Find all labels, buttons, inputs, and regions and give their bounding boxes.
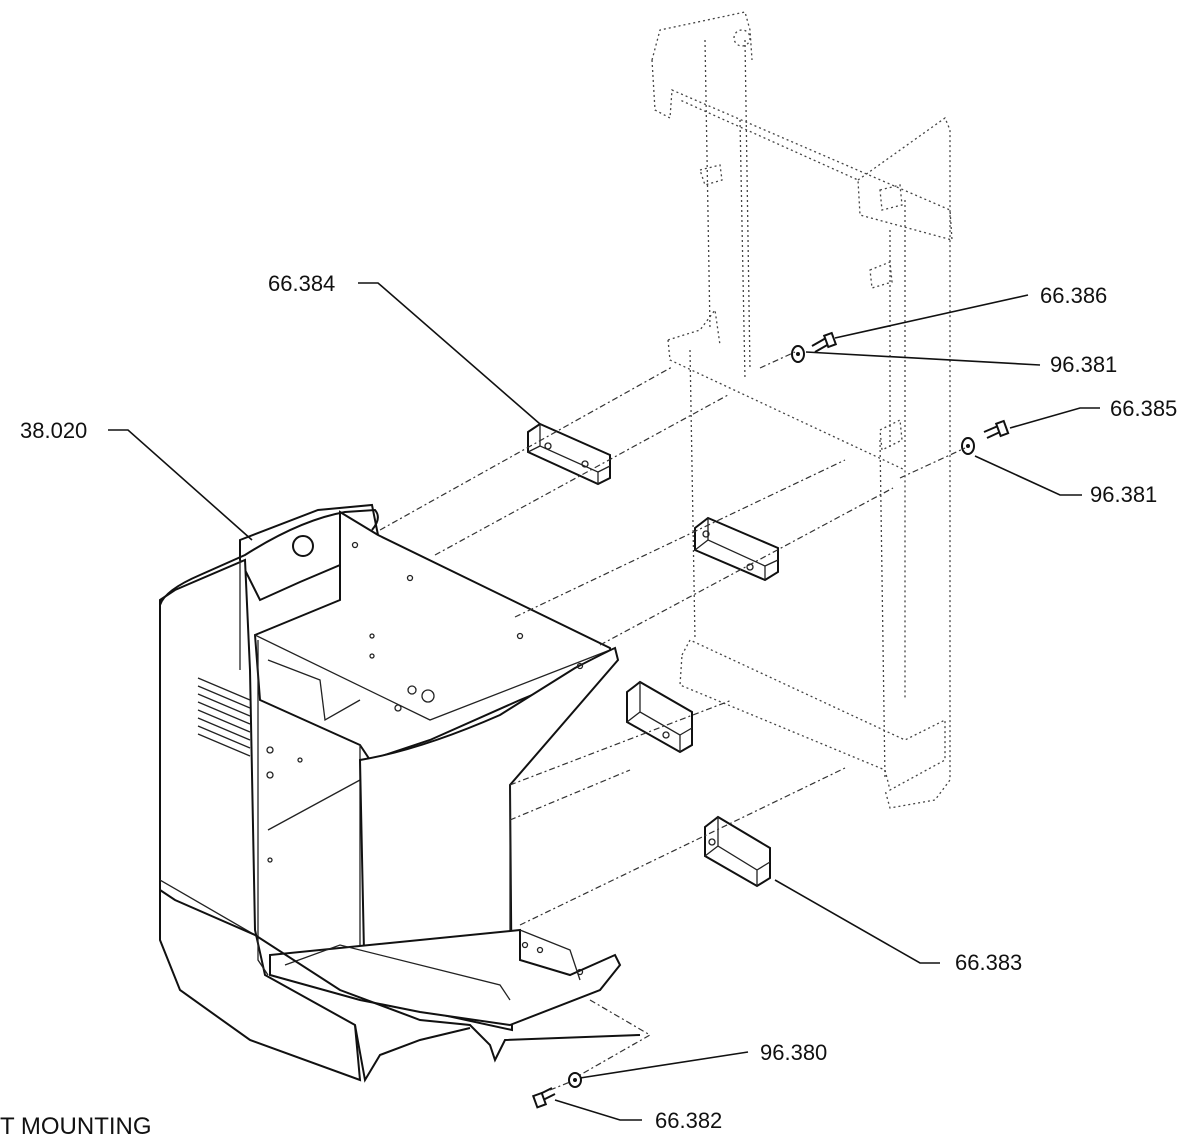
bolt-66386 (811, 331, 838, 353)
callout-66-386: 66.386 (1040, 283, 1107, 308)
callout-38-020: 38.020 (20, 418, 87, 443)
callout-96-381-upper: 96.381 (1050, 352, 1117, 377)
callout-66-384: 66.384 (268, 271, 335, 296)
mounting-block-66384 (527, 422, 611, 486)
mounting-block-upper (694, 516, 779, 582)
diagram-title: T MOUNTING (0, 1113, 152, 1140)
callout-96-381-lower: 96.381 (1090, 482, 1157, 507)
callout-66-385: 66.385 (1110, 396, 1177, 421)
washer-96380 (568, 1072, 582, 1088)
mounting-block-lower-left (626, 680, 693, 754)
assembly-lines (379, 351, 966, 1091)
enclosure-body (159, 503, 641, 1083)
callout-96-380: 96.380 (760, 1040, 827, 1065)
callout-66-383: 66.383 (955, 950, 1022, 975)
bolt-66382 (531, 1087, 556, 1109)
vent-grille (197, 677, 251, 757)
mounting-block-66383 (704, 815, 771, 888)
bolt-66385 (983, 419, 1010, 439)
washer-96381-upper (791, 345, 805, 363)
washer-96381-lower (961, 437, 975, 455)
mast-frame (651, 11, 953, 809)
callout-66-382: 66.382 (655, 1108, 722, 1133)
leader-lines (108, 282, 1100, 1121)
